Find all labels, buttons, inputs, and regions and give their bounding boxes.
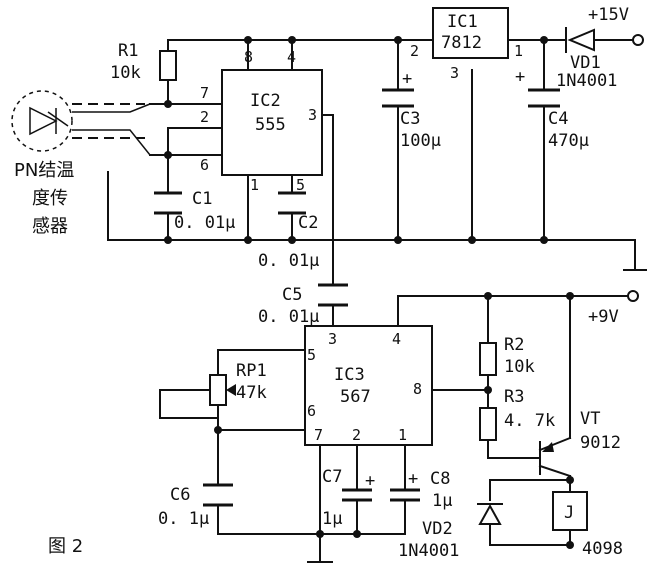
c6-value: 0. 1μ	[158, 509, 209, 529]
ic3-567-chip	[304, 325, 433, 446]
c7-name: C7	[322, 467, 342, 487]
c5-capacitor	[318, 283, 348, 307]
ic3-pin3: 3	[328, 330, 337, 348]
c5-value: 0. 01μ	[258, 307, 319, 327]
r3-name: R3	[504, 387, 524, 407]
c8-value: 1μ	[432, 491, 452, 511]
plus9v-label: +9V	[588, 307, 619, 327]
r2-value: 10k	[504, 357, 535, 377]
c8-plus: +	[408, 469, 418, 489]
junction-dots	[164, 36, 574, 549]
ic2-pin8: 8	[244, 48, 253, 66]
c5-name: C5	[282, 285, 302, 305]
r2-name: R2	[504, 335, 524, 355]
r1-name: R1	[118, 41, 138, 61]
ic1-part: 7812	[441, 33, 482, 53]
rp1-name: RP1	[236, 361, 267, 381]
ic3-pin6: 6	[307, 402, 316, 420]
ic3-pin4: 4	[392, 330, 401, 348]
c7-value: 1μ	[322, 509, 342, 529]
ic3-pin7: 7	[314, 426, 323, 444]
vd2-diode	[477, 503, 503, 525]
ic2-part: 555	[255, 115, 286, 135]
ic1-name: IC1	[447, 12, 478, 32]
ic2-pin1: 1	[250, 176, 259, 194]
relay-part: 4098	[582, 539, 623, 559]
c1-capacitor	[154, 191, 182, 215]
c3-value: 100μ	[400, 131, 441, 151]
c3-plus: +	[402, 69, 412, 89]
ic2-pin3: 3	[308, 106, 317, 124]
ic3-pin8: 8	[413, 380, 422, 398]
relay-coil	[552, 491, 588, 531]
rp1-value: 47k	[236, 383, 267, 403]
sensor-label-3: 感器	[32, 216, 68, 237]
plus15v-label: +15V	[588, 5, 629, 25]
ic2-pin7: 7	[200, 84, 209, 102]
plus15v-terminal	[632, 34, 644, 46]
c3-capacitor	[382, 88, 414, 108]
ic3-pin5: 5	[307, 346, 316, 364]
c2-name: C2	[298, 213, 318, 233]
c6-name: C6	[170, 485, 190, 505]
c3-name: C3	[400, 109, 420, 129]
ic2-name: IC2	[250, 91, 281, 111]
ic1-pin-in: 2	[410, 42, 419, 60]
rp1-potentiometer	[209, 374, 236, 406]
vd2-name: VD2	[422, 519, 453, 539]
ic3-pin2: 2	[352, 426, 361, 444]
c2-capacitor	[278, 191, 306, 215]
r1-resistor	[159, 50, 177, 81]
vt-transistor	[538, 436, 572, 478]
figure-caption: 图 2	[48, 536, 83, 557]
r1-value: 10k	[110, 63, 141, 83]
c6-capacitor	[203, 483, 233, 507]
c4-name: C4	[548, 109, 568, 129]
c2-value: 0. 01μ	[258, 251, 319, 271]
ic2-pin4: 4	[287, 48, 296, 66]
vd1-diode	[555, 27, 595, 53]
ic1-7812-regulator	[432, 7, 509, 59]
sensor-label-1: PN结温	[14, 160, 74, 181]
c8-capacitor	[390, 488, 420, 502]
vd1-name: VD1	[570, 53, 601, 73]
ic3-pin1: 1	[398, 426, 407, 444]
c1-value: 0. 01μ	[174, 213, 235, 233]
ic1-pin-gnd: 3	[450, 64, 459, 82]
top-wires	[107, 39, 636, 327]
r2-resistor	[479, 342, 497, 376]
c4-plus: +	[515, 67, 525, 87]
r3-value: 4. 7k	[504, 411, 555, 431]
pn-temperature-sensor: PN结温 度传 感器	[11, 90, 151, 237]
ic2-555-chip	[221, 69, 323, 176]
c1-name: C1	[192, 189, 212, 209]
ic2-pin5: 5	[296, 176, 305, 194]
plus9v-terminal	[627, 290, 639, 302]
ic2-pin2: 2	[200, 108, 209, 126]
vt-part: 9012	[580, 433, 621, 453]
c7-plus: +	[365, 471, 375, 491]
bottom-wires	[159, 295, 631, 563]
vt-name: VT	[580, 409, 600, 429]
ic3-name: IC3	[334, 365, 365, 385]
c8-name: C8	[430, 469, 450, 489]
c4-value: 470μ	[548, 131, 589, 151]
ic1-pin-out: 1	[514, 42, 523, 60]
relay-name: J	[564, 503, 574, 523]
ic2-pin6: 6	[200, 156, 209, 174]
c4-capacitor	[528, 88, 560, 108]
ic3-part: 567	[340, 387, 371, 407]
vd2-part: 1N4001	[398, 541, 459, 561]
vd1-part: 1N4001	[556, 71, 617, 91]
r3-resistor	[479, 407, 497, 441]
sensor-label-2: 度传	[32, 188, 68, 209]
c7-capacitor	[342, 488, 372, 502]
